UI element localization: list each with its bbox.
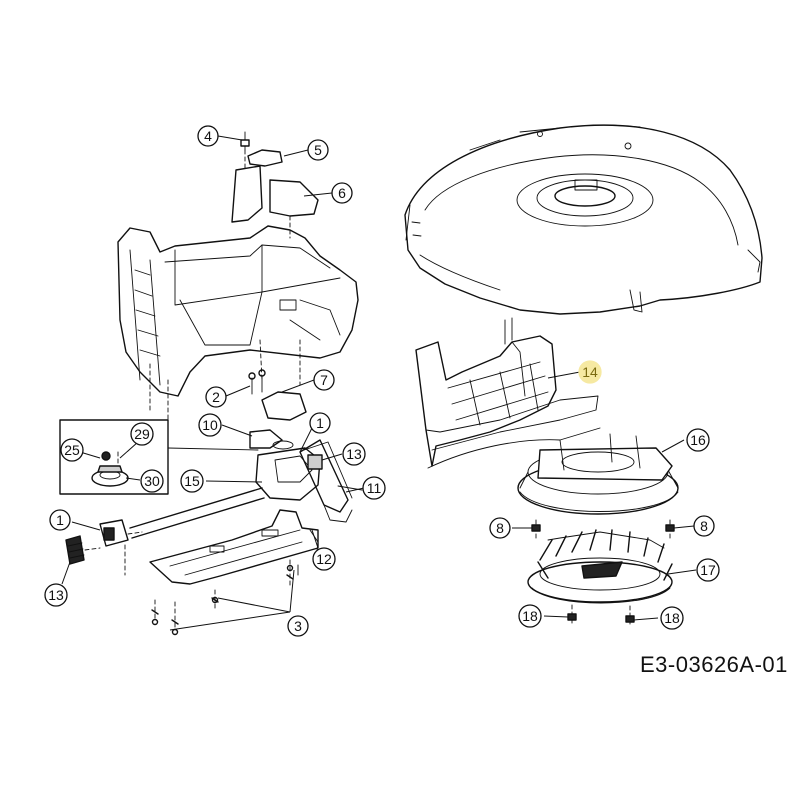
svg-text:10: 10 bbox=[202, 417, 218, 433]
mower-deck-drawing bbox=[404, 124, 763, 315]
svg-text:18: 18 bbox=[522, 608, 538, 624]
callout-30: 30 bbox=[140, 469, 164, 493]
callout-14: 14 bbox=[578, 360, 602, 384]
baffle-drawing bbox=[415, 317, 601, 469]
callout-12: 12 bbox=[312, 547, 336, 571]
drawing-reference-code: E3-03626A-01 bbox=[640, 652, 788, 677]
kit-box-drawing bbox=[59, 419, 259, 495]
callout-13-lower: 13 bbox=[44, 583, 68, 607]
callout-15: 15 bbox=[180, 469, 204, 493]
callout-29: 29 bbox=[130, 422, 154, 446]
screws-8-drawing bbox=[531, 519, 675, 541]
callout-17: 17 bbox=[696, 558, 720, 582]
svg-text:18: 18 bbox=[664, 610, 680, 626]
gearbox-drawing bbox=[248, 369, 353, 523]
callout-1-lower: 1 bbox=[49, 509, 71, 531]
callout-10: 10 bbox=[198, 413, 222, 437]
belt-pin-drawing bbox=[309, 485, 363, 561]
callout-13-upper: 13 bbox=[342, 442, 366, 466]
svg-text:13: 13 bbox=[48, 587, 64, 603]
screws-18-drawing bbox=[567, 604, 635, 625]
drive-shaft-drawing bbox=[65, 487, 265, 576]
callout-5: 5 bbox=[307, 139, 329, 161]
leader-lines bbox=[61, 135, 697, 631]
svg-text:3: 3 bbox=[294, 618, 302, 634]
callout-11: 11 bbox=[362, 476, 386, 500]
svg-text:5: 5 bbox=[314, 142, 322, 158]
line-art bbox=[59, 124, 763, 636]
svg-text:8: 8 bbox=[496, 520, 504, 536]
callout-4: 4 bbox=[197, 125, 219, 147]
callout-25: 25 bbox=[60, 438, 84, 462]
svg-text:29: 29 bbox=[134, 426, 150, 442]
svg-text:15: 15 bbox=[184, 473, 200, 489]
svg-text:25: 25 bbox=[64, 442, 80, 458]
svg-text:17: 17 bbox=[700, 562, 716, 578]
callouts: 4 5 6 2 7 10 1 25 29 30 13 15 11 1 12 bbox=[44, 125, 720, 637]
callout-16: 16 bbox=[686, 428, 710, 452]
callout-2: 2 bbox=[205, 386, 227, 408]
svg-text:13: 13 bbox=[346, 446, 362, 462]
base-plate-drawing bbox=[149, 509, 319, 636]
callout-1-top: 1 bbox=[309, 412, 331, 434]
svg-text:1: 1 bbox=[316, 415, 324, 431]
fan-hub-drawing bbox=[527, 529, 673, 604]
callout-18-left: 18 bbox=[518, 604, 542, 628]
svg-text:4: 4 bbox=[204, 128, 212, 144]
svg-text:6: 6 bbox=[338, 185, 346, 201]
svg-text:30: 30 bbox=[144, 473, 160, 489]
svg-text:2: 2 bbox=[212, 389, 220, 405]
callout-8-left: 8 bbox=[489, 517, 511, 539]
callout-6: 6 bbox=[331, 182, 353, 204]
callout-7: 7 bbox=[313, 369, 335, 391]
rear-housing-drawing bbox=[117, 225, 359, 421]
svg-text:8: 8 bbox=[700, 518, 708, 534]
svg-text:7: 7 bbox=[320, 372, 328, 388]
svg-text:1: 1 bbox=[56, 512, 64, 528]
callout-18-right: 18 bbox=[660, 606, 684, 630]
svg-text:16: 16 bbox=[690, 432, 706, 448]
svg-text:14: 14 bbox=[582, 364, 598, 380]
blade-adapter-drawing bbox=[517, 433, 679, 515]
svg-text:11: 11 bbox=[367, 480, 382, 496]
callout-3: 3 bbox=[287, 615, 309, 637]
svg-text:12: 12 bbox=[316, 551, 332, 567]
bracket-5-6-drawing bbox=[231, 131, 319, 239]
callout-8-right: 8 bbox=[693, 515, 715, 537]
